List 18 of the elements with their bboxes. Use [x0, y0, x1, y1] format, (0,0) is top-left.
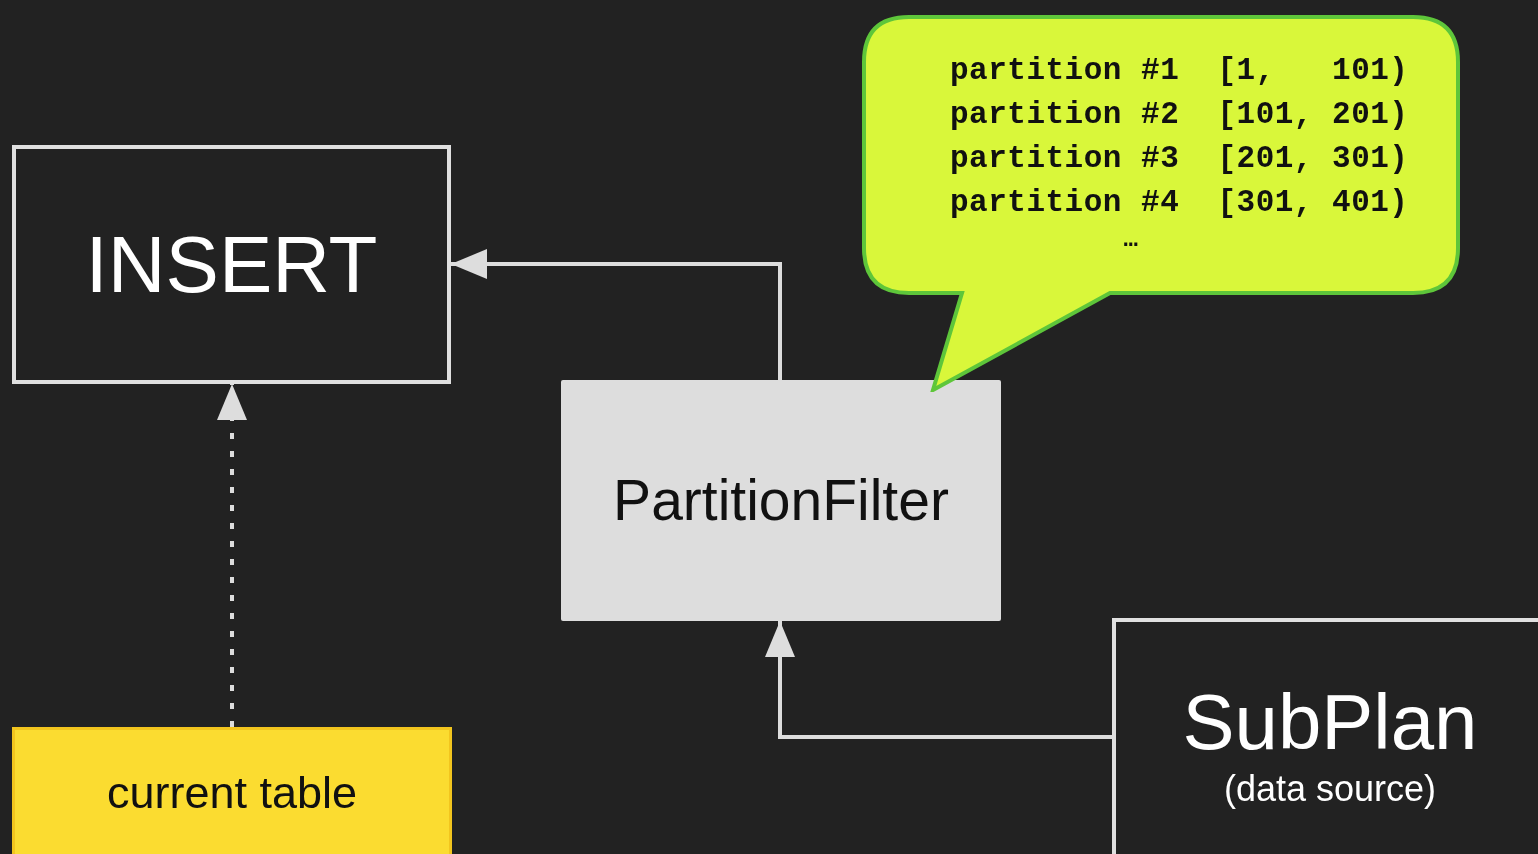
arrow — [765, 621, 1112, 739]
partition-range-text: partition #4 [301, 401) — [950, 184, 1409, 222]
source-box — [1112, 618, 1538, 854]
arrow — [451, 249, 782, 380]
box-label: INSERT — [85, 218, 378, 311]
process-box — [561, 380, 1001, 621]
speech-bubble — [862, 15, 1460, 392]
partition-range-text: partition #3 [201, 301) — [950, 140, 1409, 178]
box-label: PartitionFilter — [613, 467, 949, 534]
box-label: SubPlan — [1182, 678, 1478, 769]
partition-range-text: … — [1122, 225, 1140, 255]
box-sublabel: (data source) — [1223, 768, 1437, 810]
process-box — [12, 145, 451, 384]
partition-range-text: partition #2 [101, 201) — [950, 96, 1409, 134]
partition-range-text: partition #1 [1, 101) — [950, 52, 1409, 90]
box-label: current table — [106, 767, 358, 819]
table-box — [12, 727, 452, 854]
arrow — [217, 384, 247, 727]
